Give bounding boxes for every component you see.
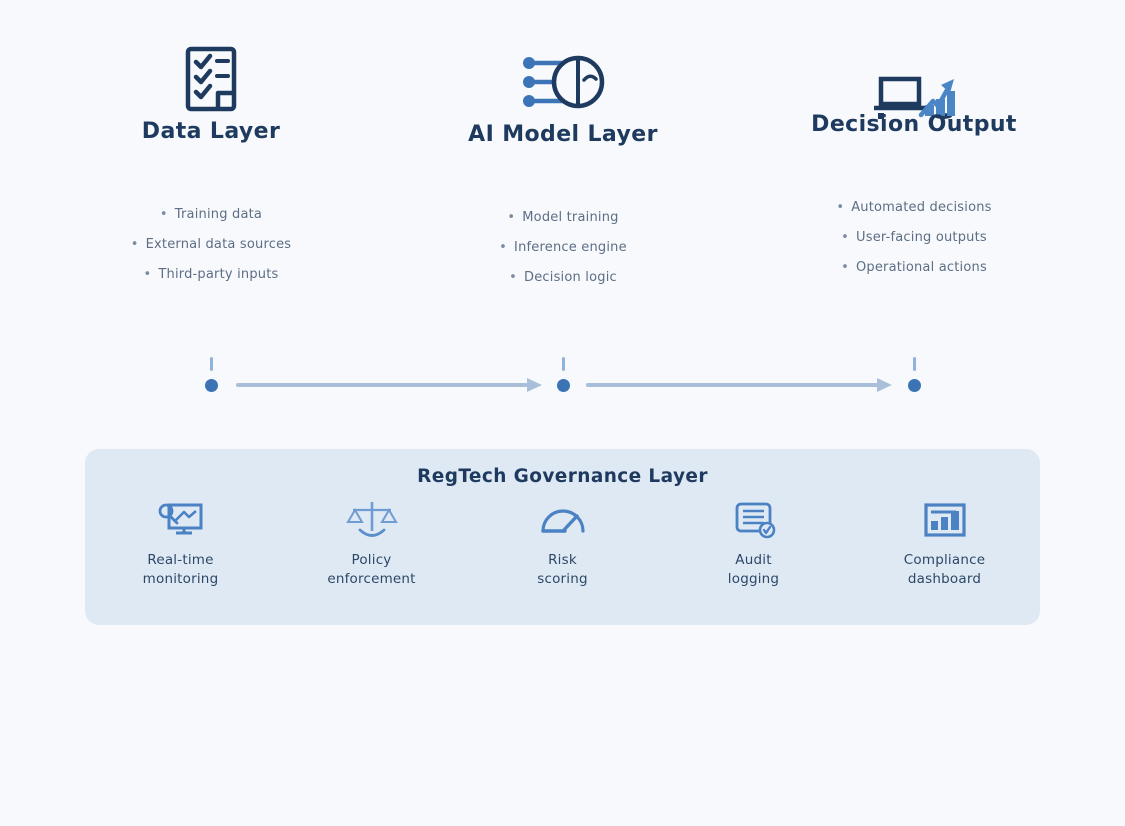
checklist-document-icon xyxy=(31,0,391,119)
flow-node-dot xyxy=(204,379,218,392)
dashboard-bars-icon xyxy=(849,499,1040,543)
ai-model-inputs-icon xyxy=(383,0,743,122)
column-title: Data Layer xyxy=(141,119,281,144)
bullet-glyph: • xyxy=(841,230,849,245)
bullet-item: • Inference engine xyxy=(383,233,743,263)
regtech-governance-panel: RegTech Governance Layer Real-time monit… xyxy=(85,449,1040,625)
governance-item-label: Compliance dashboard xyxy=(903,552,986,587)
governance-item-label: Policy enforcement xyxy=(327,552,416,587)
bullet-item: • Training data xyxy=(31,200,391,230)
governance-item-label: Real-time monitoring xyxy=(142,552,219,587)
bullet-item: • Automated decisions xyxy=(734,193,1094,223)
governance-item-label: Risk scoring xyxy=(537,552,588,587)
bullet-glyph: • xyxy=(143,267,152,282)
laptop-chart-icon xyxy=(734,0,1094,119)
governance-item-realtime-monitoring: Real-time monitoring xyxy=(85,499,276,588)
bullet-text: Model training xyxy=(522,210,619,225)
column-decision-output: Decision Output •Automated decisions •Us… xyxy=(734,0,1094,283)
bullet-item: • External data sources xyxy=(31,230,391,260)
bullet-item: • Third-party inputs xyxy=(31,260,391,290)
governance-item-policy-enforcement: Policy enforcement xyxy=(276,499,467,588)
bullet-text: Inference engine xyxy=(514,240,627,255)
bullet-text: Automated decisions xyxy=(851,200,992,215)
governance-item-label: Audit logging xyxy=(727,552,780,587)
flow-arrow-line xyxy=(586,383,878,387)
bullet-glyph: • xyxy=(836,200,845,215)
node-tick xyxy=(912,357,916,371)
bullet-text: Decision logic xyxy=(524,270,617,285)
governance-item-risk-scoring: Risk scoring xyxy=(467,499,658,588)
governance-item-audit-logging: Audit logging xyxy=(658,499,849,588)
node-tick xyxy=(561,357,565,371)
column-bullet-list: •Automated decisions •User-facing output… xyxy=(734,193,1094,283)
bullet-text: External data sources xyxy=(145,237,292,252)
governance-item-compliance-dashboard: Compliance dashboard xyxy=(849,499,1040,588)
flow-arrow-head xyxy=(527,378,542,392)
bullet-item: • Operational actions xyxy=(734,253,1094,283)
column-bullet-list: • Model training • Inference engine • Decis… xyxy=(383,203,743,293)
column-ai-model-layer: AI Model Layer • Model training • Inferenc… xyxy=(383,0,743,293)
bullet-text: Third-party inputs xyxy=(158,267,279,282)
column-bullet-list: • Training data • External data sources • T… xyxy=(31,200,391,290)
bullet-item: • User-facing outputs xyxy=(734,223,1094,253)
column-data-layer: Data Layer • Training data • External data… xyxy=(31,0,391,290)
flow-node-dot xyxy=(556,379,570,392)
bullet-glyph: • xyxy=(509,270,517,285)
governance-items-row: Real-time monitoring Policy enforcement xyxy=(85,499,1040,588)
bullet-glyph: • xyxy=(507,210,516,225)
bullet-glyph: • xyxy=(159,207,168,222)
bullet-text: Operational actions xyxy=(855,260,987,275)
bullet-text: User-facing outputs xyxy=(856,230,987,245)
governance-panel-title: RegTech Governance Layer xyxy=(417,466,708,487)
gauge-icon xyxy=(467,499,658,543)
bullet-item: • Model training xyxy=(383,203,743,233)
flow-arrow-line xyxy=(236,383,528,387)
bullet-item: • Decision logic xyxy=(383,263,743,293)
flow-node-dot xyxy=(907,379,921,392)
column-title: AI Model Layer xyxy=(468,122,658,147)
scales-icon xyxy=(276,499,467,543)
bullet-text: Training data xyxy=(174,207,263,222)
flow-arrow-head xyxy=(877,378,892,392)
bullet-glyph: • xyxy=(130,237,139,252)
bullet-glyph: • xyxy=(841,260,849,275)
bullet-glyph: • xyxy=(499,240,508,255)
node-tick xyxy=(209,357,213,371)
monitor-magnifier-icon xyxy=(85,499,276,543)
document-check-icon xyxy=(658,499,849,543)
column-title: Decision Output xyxy=(811,112,1017,137)
